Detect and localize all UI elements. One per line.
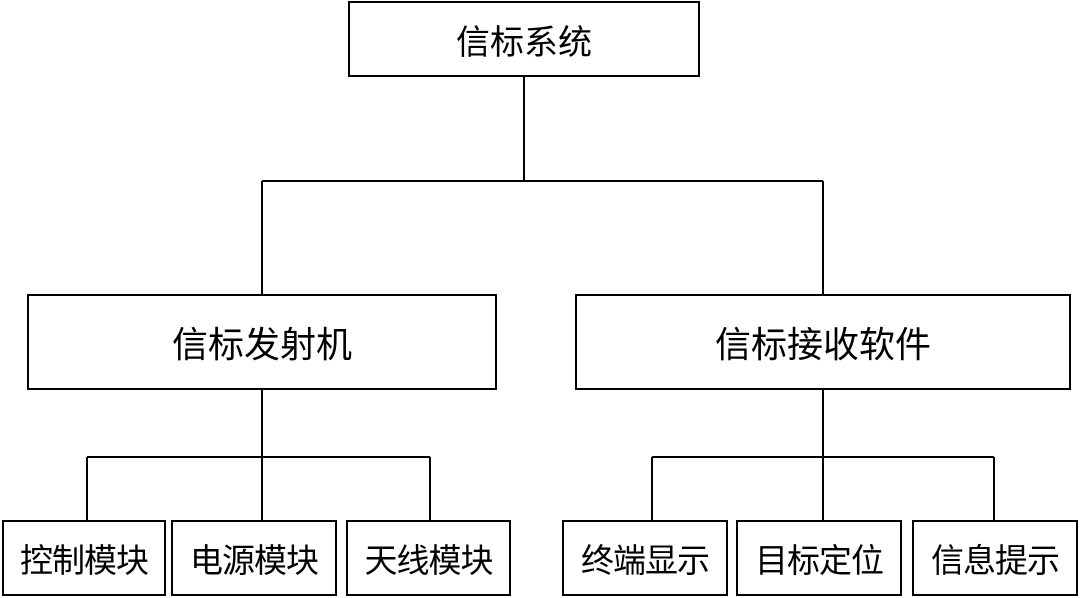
root-node: 信标系统: [348, 1, 700, 77]
target-location-node: 目标定位: [736, 520, 902, 596]
antenna-module-node: 天线模块: [346, 520, 511, 596]
power-module-label: 电源模块: [190, 541, 319, 580]
antenna-module-label: 天线模块: [364, 541, 494, 580]
transmitter-node: 信标发射机: [27, 294, 497, 390]
receiver-node-label: 信标接收软件: [714, 325, 931, 366]
receiver-node: 信标接收软件: [575, 294, 1071, 390]
root-node-label: 信标系统: [456, 22, 592, 63]
terminal-display-label: 终端显示: [581, 541, 710, 580]
terminal-display-node: 终端显示: [562, 520, 728, 596]
control-module-label: 控制模块: [20, 541, 149, 580]
info-prompt-node: 信息提示: [912, 520, 1078, 596]
control-module-node: 控制模块: [2, 520, 166, 596]
info-prompt-label: 信息提示: [931, 541, 1060, 580]
transmitter-node-label: 信标发射机: [171, 325, 352, 366]
target-location-label: 目标定位: [755, 541, 884, 580]
power-module-node: 电源模块: [171, 520, 337, 596]
